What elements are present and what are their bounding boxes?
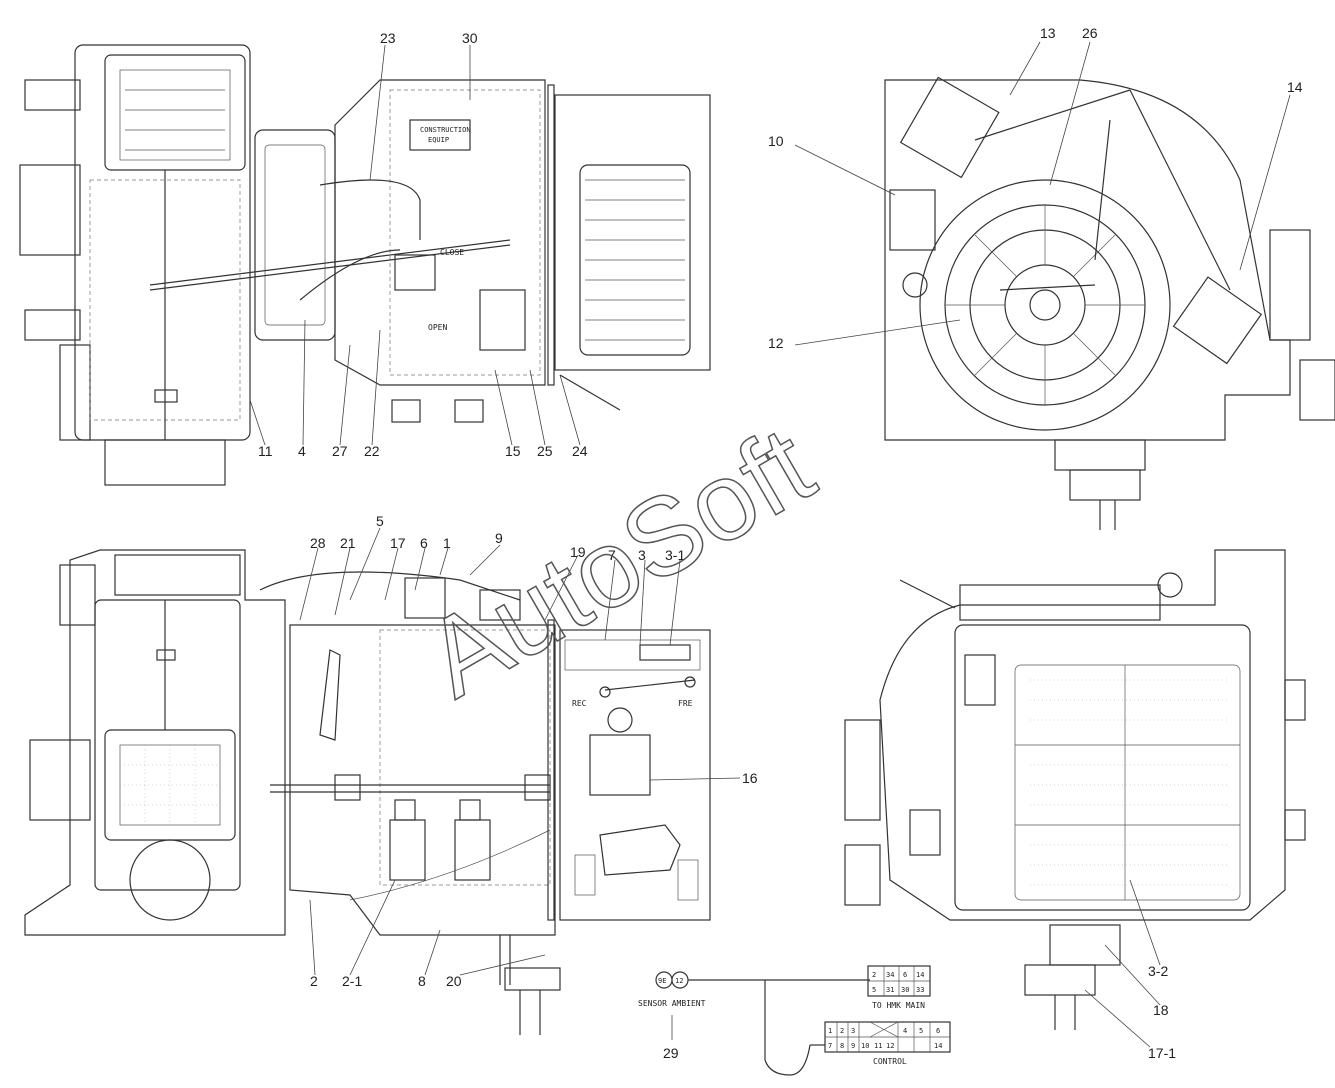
- callout-17-1: 17-1: [1148, 1045, 1176, 1061]
- bottom-right-view: [844, 549, 1306, 1048]
- control-pin-4: 4: [903, 1027, 907, 1035]
- hmk-pin-8: 33: [916, 986, 924, 994]
- control-pin-12: 12: [886, 1042, 894, 1050]
- control-pin-1: 1: [828, 1027, 832, 1035]
- callout-4: 4: [298, 443, 306, 459]
- callout-18: 18: [1153, 1002, 1169, 1018]
- callout-7: 7: [608, 547, 616, 563]
- close-label: CLOSE: [440, 248, 464, 257]
- control-connector: 1 2 3 4 5 6 7 8 9 10 11 12 14: [824, 1021, 951, 1053]
- top-left-view: CONSTRUCTION EQUIP CLOSE OPEN: [19, 44, 711, 486]
- callout-2: 2: [310, 973, 318, 989]
- callout-26: 26: [1082, 25, 1098, 41]
- control-pin-2: 2: [840, 1027, 844, 1035]
- control-pin-3: 3: [851, 1027, 855, 1035]
- callout-9: 9: [495, 530, 503, 546]
- callout-3-1: 3-1: [665, 547, 685, 563]
- hmk-pin-2: 34: [886, 971, 894, 979]
- callout-15: 15: [505, 443, 521, 459]
- fre-label: FRE: [678, 699, 693, 708]
- callout-3-2: 3-2: [1148, 963, 1168, 979]
- callout-16: 16: [742, 770, 758, 786]
- sensor-ambient-label: SENSOR AMBIENT: [638, 999, 706, 1008]
- callout-24: 24: [572, 443, 588, 459]
- callout-10: 10: [768, 133, 784, 149]
- callout-27: 27: [332, 443, 348, 459]
- control-pin-9: 9: [851, 1042, 855, 1050]
- rec-label: REC: [572, 699, 587, 708]
- hmk-pin-6: 31: [886, 986, 894, 994]
- control-pin-5: 5: [919, 1027, 923, 1035]
- construction-plate-line2: EQUIP: [428, 136, 449, 144]
- callout-13: 13: [1040, 25, 1056, 41]
- sensor-pin-2: 12: [675, 977, 683, 985]
- control-pin-10: 10: [861, 1042, 869, 1050]
- hmk-connector: 2 34 6 14 5 31 30 33: [867, 965, 931, 997]
- callout-25: 25: [537, 443, 553, 459]
- callout-1: 1: [443, 535, 451, 551]
- control-pin-11: 11: [874, 1042, 882, 1050]
- callout-14: 14: [1287, 79, 1303, 95]
- callout-30: 30: [462, 30, 478, 46]
- hmk-pin-4: 14: [916, 971, 924, 979]
- sensor-ambient-connector: 9E 12: [655, 971, 689, 989]
- callout-17: 17: [390, 535, 406, 551]
- bottom-left-view: REC FRE: [24, 527, 741, 1035]
- callout-23: 23: [380, 30, 396, 46]
- callout-6: 6: [420, 535, 428, 551]
- hmk-pin-7: 30: [901, 986, 909, 994]
- construction-plate-line1: CONSTRUCTION: [420, 126, 471, 134]
- callout-2-1: 2-1: [342, 973, 362, 989]
- callout-8: 8: [418, 973, 426, 989]
- callout-3: 3: [638, 547, 646, 563]
- control-pin-7: 7: [828, 1042, 832, 1050]
- callout-5: 5: [376, 513, 384, 529]
- watermark: AutoSoft: [406, 403, 833, 720]
- callout-11: 11: [258, 443, 273, 459]
- control-label: CONTROL: [873, 1057, 907, 1066]
- callout-12: 12: [768, 335, 784, 351]
- callout-22: 22: [364, 443, 380, 459]
- callout-20: 20: [446, 973, 462, 989]
- callout-29: 29: [663, 1045, 679, 1061]
- top-right-view: [794, 41, 1335, 530]
- open-label: OPEN: [428, 323, 447, 332]
- wiring-schematic: 9E 12 SENSOR AMBIENT 2 34 6 14 5 31 30 3…: [638, 965, 951, 1076]
- control-pin-8: 8: [840, 1042, 844, 1050]
- hmk-pin-5: 5: [872, 986, 876, 994]
- to-hmk-main-label: TO HMK MAIN: [872, 1001, 925, 1010]
- callout-21: 21: [340, 535, 356, 551]
- callout-19: 19: [570, 544, 586, 560]
- hmk-pin-3: 6: [903, 971, 907, 979]
- control-pin-14: 14: [934, 1042, 942, 1050]
- sensor-pin-1: 9E: [658, 977, 666, 985]
- hmk-pin-1: 2: [872, 971, 876, 979]
- callout-28: 28: [310, 535, 326, 551]
- control-pin-6: 6: [936, 1027, 940, 1035]
